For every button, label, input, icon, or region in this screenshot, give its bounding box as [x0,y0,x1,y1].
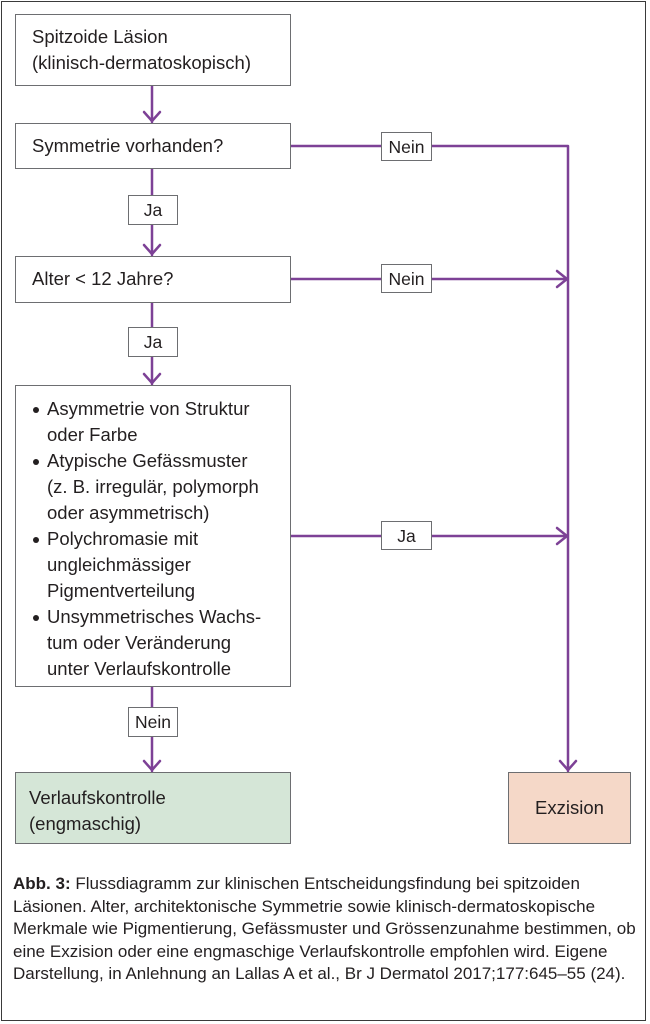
criteria-item: Unsymmetrisches Wachs- tum oder Veränder… [32,604,290,682]
node-text-line: (klinisch-dermatoskopisch) [32,52,251,73]
node-text-line: Verlaufskontrolle [29,787,166,808]
figure-caption: Abb. 3: Flussdiagramm zur klinischen Ent… [13,873,638,986]
criteria-line: unter Verlaufskontrolle [47,658,232,679]
edge-label-symmetry-no: Nein [381,132,432,161]
criteria-item: Asymmetrie von Struktur oder Farbe [32,396,290,448]
edge-label-age-yes: Ja [128,327,178,357]
edge-label-criteria-yes: Ja [381,521,432,550]
caption-text: Flussdiagramm zur klinischen Entscheidun… [13,874,636,983]
edge-label-age-no: Nein [381,264,432,293]
criteria-line: oder asymmetrisch) [47,502,210,523]
arrowhead-down-icon [142,759,162,772]
node-symmetry-question: Symmetrie vorhanden? [15,123,291,169]
arrowhead-right-icon [555,526,569,546]
node-age-question: Alter < 12 Jahre? [15,256,291,303]
arrowhead-right-icon [555,269,569,289]
node-text: Symmetrie vorhanden? [32,135,224,156]
node-text-line: (engmaschig) [29,813,142,834]
criteria-line: (z. B. irregulär, polymorph [47,476,259,497]
node-follow-up: Verlaufskontrolle (engmaschig) [15,772,291,844]
criteria-line: Pigmentverteilung [47,580,196,601]
edge-label-criteria-no: Nein [128,707,178,737]
caption-label: Abb. 3: [13,874,71,893]
arrowhead-down-icon [558,759,578,772]
node-text: Alter < 12 Jahre? [32,268,174,289]
node-text-line: Spitzoide Läsion [32,26,168,47]
criteria-line: ungleichmässiger [47,554,191,575]
criteria-line: oder Farbe [47,424,138,445]
criteria-line: Atypische Gefässmuster [47,450,248,471]
connector-symmetry-no [289,144,570,773]
arrowhead-down-icon [142,372,162,385]
edge-label-symmetry-yes: Ja [128,195,178,225]
arrowhead-down-icon [142,243,162,256]
criteria-line: Asymmetrie von Struktur [47,398,250,419]
criteria-line: tum oder Veränderung [47,632,232,653]
criteria-list: Asymmetrie von Struktur oder Farbe Atypi… [32,396,290,682]
node-criteria-list: Asymmetrie von Struktur oder Farbe Atypi… [15,385,291,687]
node-excision: Exzision [508,772,631,844]
arrowhead-down-icon [142,110,162,123]
node-text: Exzision [535,797,604,818]
criteria-item: Atypische Gefässmuster (z. B. irregulär,… [32,448,290,526]
node-spitzoid-lesion: Spitzoide Läsion (klinisch-dermatoskopis… [15,14,291,86]
criteria-item: Polychromasie mit ungleichmässiger Pigme… [32,526,290,604]
criteria-line: Unsymmetrisches Wachs- [47,606,262,627]
criteria-line: Polychromasie mit [47,528,199,549]
